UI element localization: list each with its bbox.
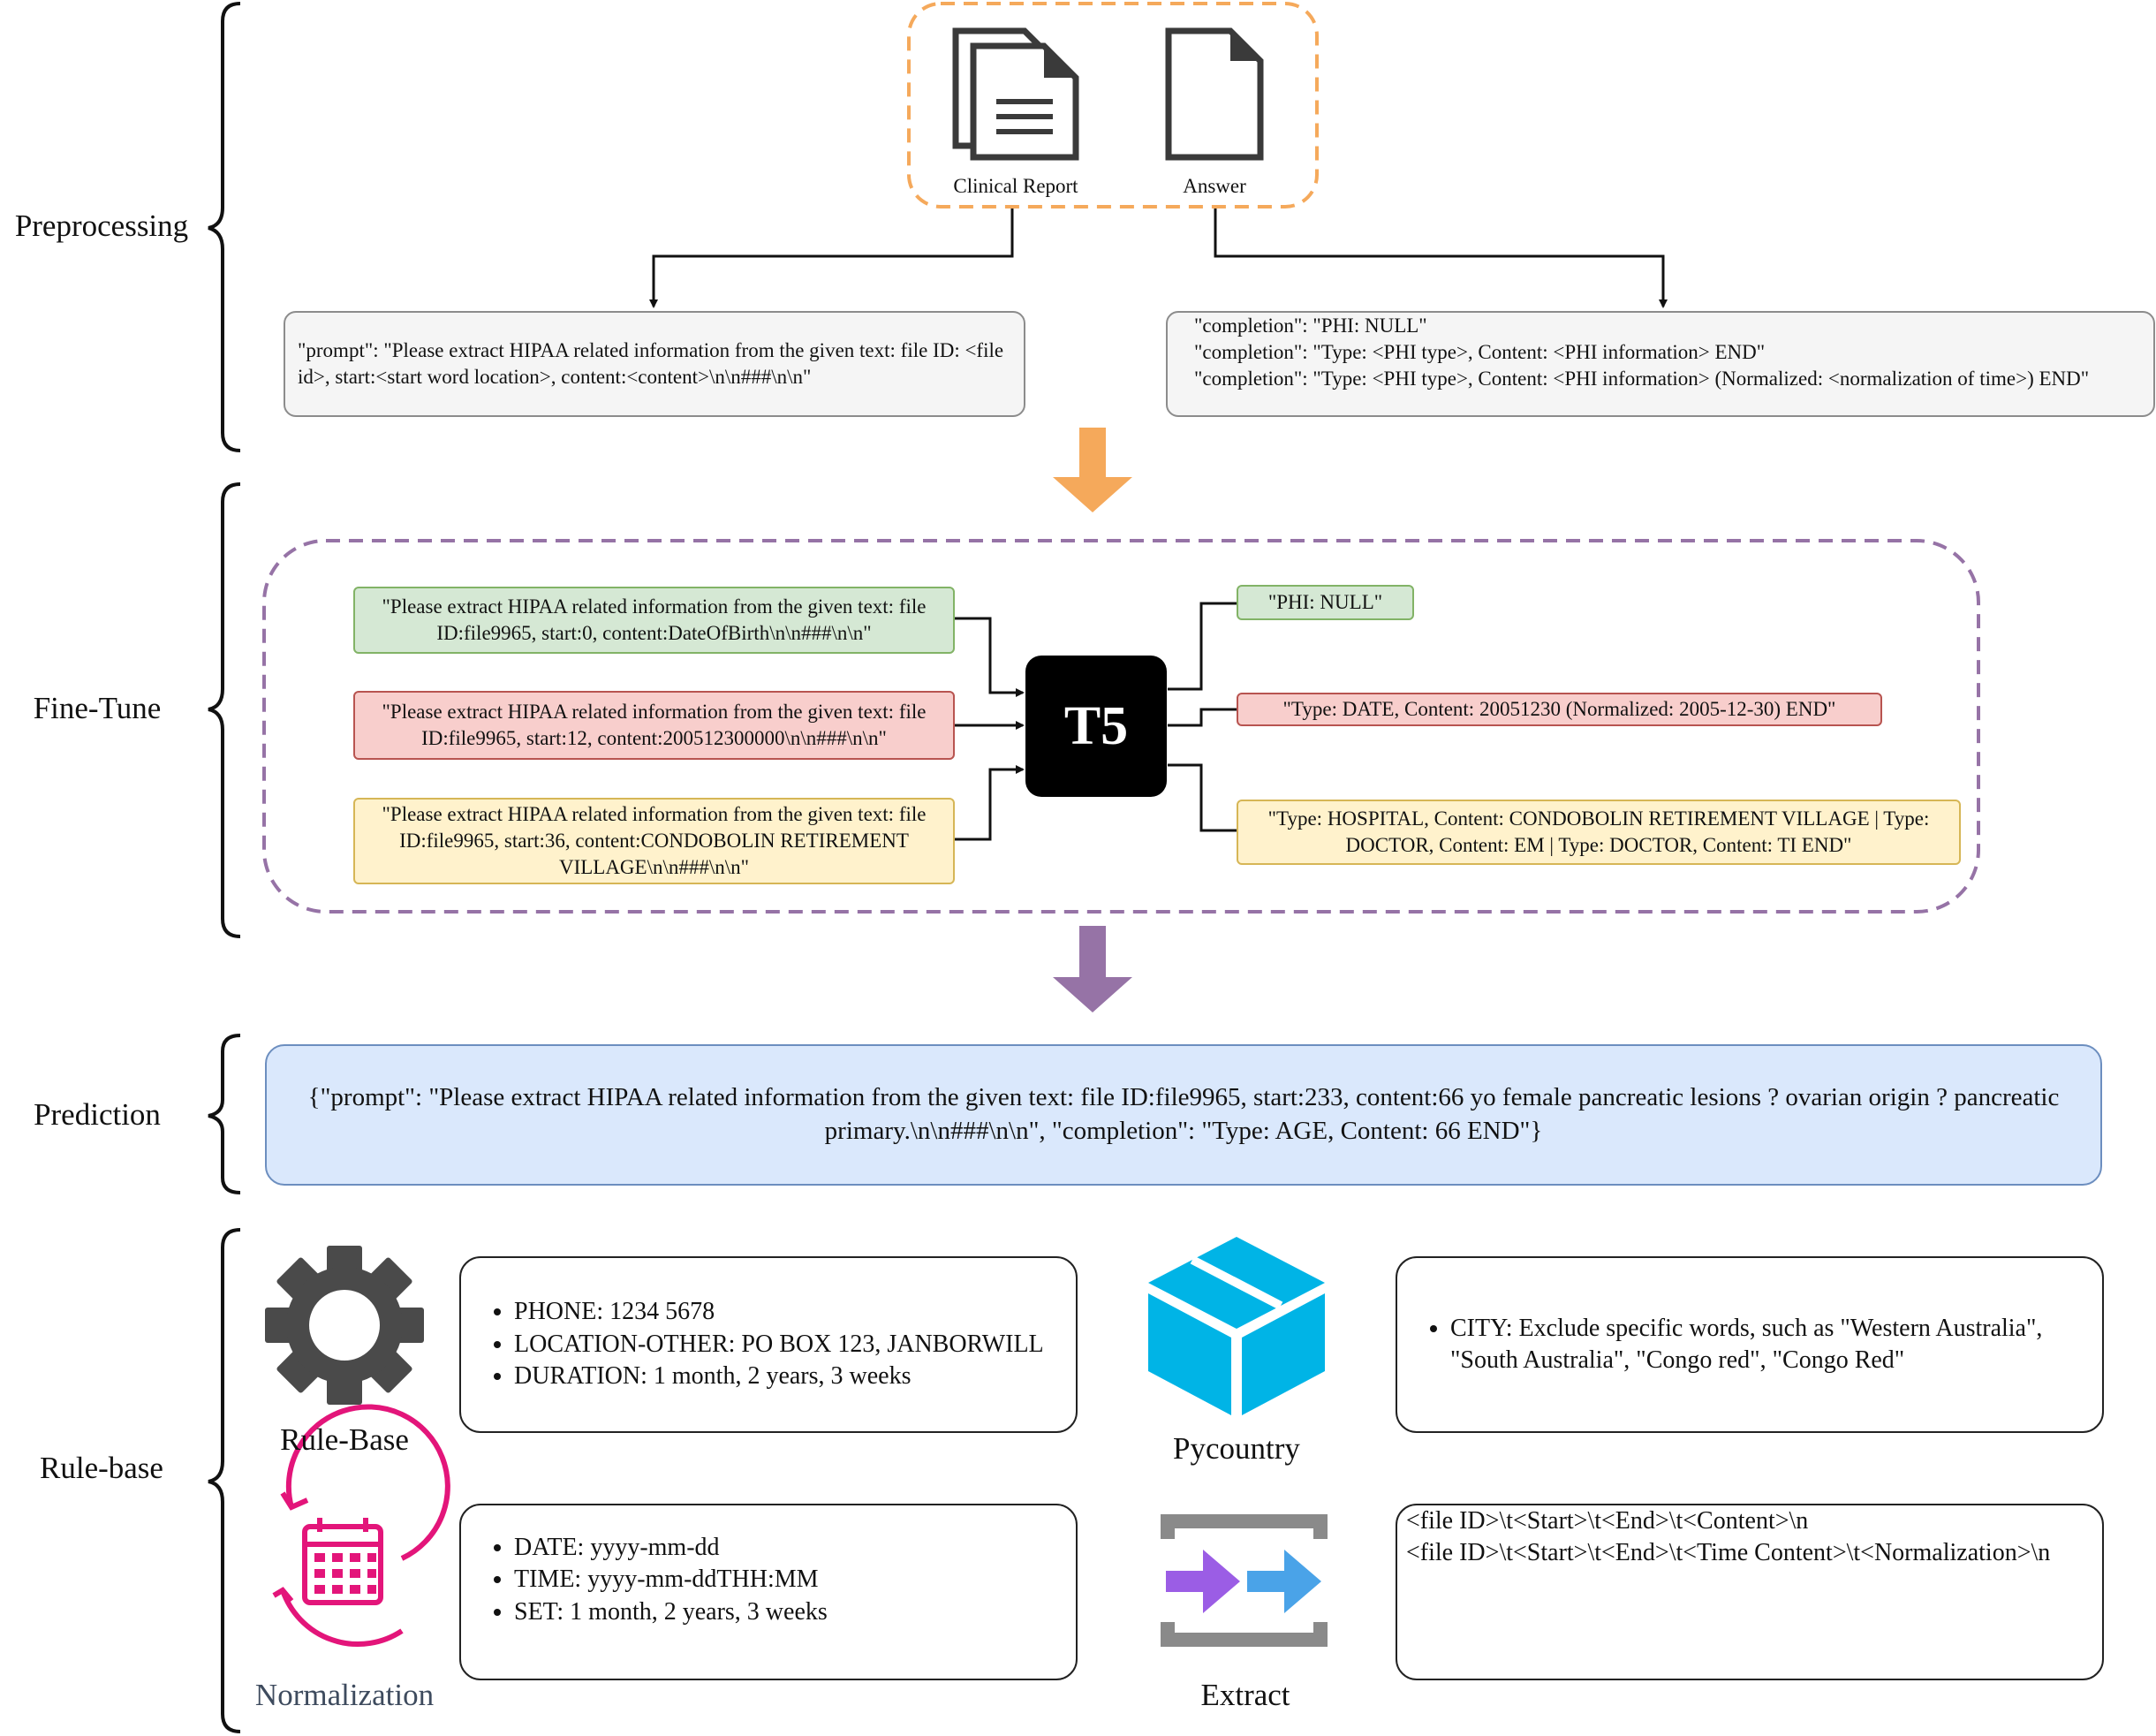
bracket-rulebase [208,1228,241,1733]
prediction-box: {"prompt": "Please extract HIPAA related… [265,1044,2102,1186]
list-item: CITY: Exclude specific words, such as "W… [1450,1313,2084,1377]
completion-line: "completion": "PHI: NULL" [1194,315,1427,337]
list-item: SET: 1 month, 2 years, 3 weeks [514,1596,828,1628]
finetune-output-text: "PHI: NULL" [1267,591,1383,614]
clinical-to-prompt-arrow [649,208,1014,308]
list-item: LOCATION-OTHER: PO BOX 123, JANBORWILL [514,1329,1044,1361]
bracket-finetune [208,482,241,938]
purple-down-arrow [1053,926,1132,1012]
completion-line: "completion": "Type: <PHI type>, Content… [1194,367,2090,390]
input-files-group [907,2,1319,208]
extract-format-line: <file ID>\t<Start>\t<End>\t<Time Content… [1406,1539,2051,1567]
answer-to-completion-arrow [1214,208,1668,308]
list-item: DURATION: 1 month, 2 years, 3 weeks [514,1361,1044,1392]
prompt-template-box: "prompt": "Please extract HIPAA related … [284,311,1025,417]
pycountry-label: Pycountry [1173,1431,1300,1466]
finetune-output-text: "Type: HOSPITAL, Content: CONDOBOLIN RET… [1267,807,1930,856]
finetune-input-text: "Please extract HIPAA related informatio… [382,595,927,644]
pycountry-rules-box: CITY: Exclude specific words, such as "W… [1396,1256,2104,1433]
normalization-rules-box: DATE: yyyy-mm-dd TIME: yyyy-mm-ddTHH:MM … [459,1504,1078,1680]
gear-icon [265,1246,424,1405]
extract-format-box: <file ID>\t<Start>\t<End>\t<Content>\n <… [1396,1504,2104,1680]
list-item: TIME: yyyy-mm-ddTHH:MM [514,1564,828,1596]
calendar-grid [314,1553,376,1594]
extract-label: Extract [1200,1678,1290,1712]
finetune-input-text: "Please extract HIPAA related informatio… [382,803,927,878]
normalization-rules-list: DATE: yyyy-mm-dd TIME: yyyy-mm-ddTHH:MM … [470,1532,828,1628]
extract-arrows-icon [1161,1514,1328,1647]
prediction-text: {"prompt": "Please extract HIPAA related… [307,1083,2060,1145]
list-item: DATE: yyyy-mm-dd [514,1532,828,1564]
orange-down-arrow [1053,428,1132,512]
finetune-input-3: "Please extract HIPAA related informatio… [353,798,955,884]
finetune-output-3: "Type: HOSPITAL, Content: CONDOBOLIN RET… [1237,800,1961,865]
finetune-group [262,539,1980,913]
rulebase-label: Rule-Base [280,1422,409,1457]
clinical-report-icon [952,27,1079,161]
finetune-output-2: "Type: DATE, Content: 20051230 (Normaliz… [1237,693,1882,726]
pycountry-rules-list: CITY: Exclude specific words, such as "W… [1406,1313,2084,1377]
t5-model-block: T5 [1025,656,1167,797]
completion-template-box: "completion": "PHI: NULL" "completion": … [1166,311,2155,417]
completion-line: "completion": "Type: <PHI type>, Content… [1194,340,1766,363]
section-label-prediction: Prediction [34,1097,161,1132]
section-label-finetune: Fine-Tune [33,691,162,725]
rulebase-rules-box: PHONE: 1234 5678 LOCATION-OTHER: PO BOX … [459,1256,1078,1433]
normalization-label: Normalization [254,1678,435,1712]
clinical-report-label: Clinical Report [953,175,1078,197]
section-label-preprocessing: Preprocessing [14,208,189,243]
rulebase-rules-list: PHONE: 1234 5678 LOCATION-OTHER: PO BOX … [470,1296,1044,1392]
finetune-output-1: "PHI: NULL" [1237,585,1414,620]
finetune-input-2: "Please extract HIPAA related informatio… [353,691,955,760]
finetune-output-text: "Type: DATE, Content: 20051230 (Normaliz… [1282,698,1836,721]
finetune-input-1: "Please extract HIPAA related informatio… [353,587,955,654]
answer-icon [1165,27,1264,161]
package-box-icon [1148,1237,1325,1415]
section-label-rulebase: Rule-base [40,1451,163,1485]
bracket-preprocessing [208,2,241,452]
bracket-prediction [208,1034,241,1194]
extract-format-line: <file ID>\t<Start>\t<End>\t<Content>\n [1406,1507,1809,1535]
calendar-cycle-icon [272,1404,450,1648]
list-item: PHONE: 1234 5678 [514,1296,1044,1328]
finetune-input-text: "Please extract HIPAA related informatio… [382,701,927,749]
prompt-template-text: "prompt": "Please extract HIPAA related … [298,339,1004,388]
answer-label: Answer [1183,175,1246,197]
